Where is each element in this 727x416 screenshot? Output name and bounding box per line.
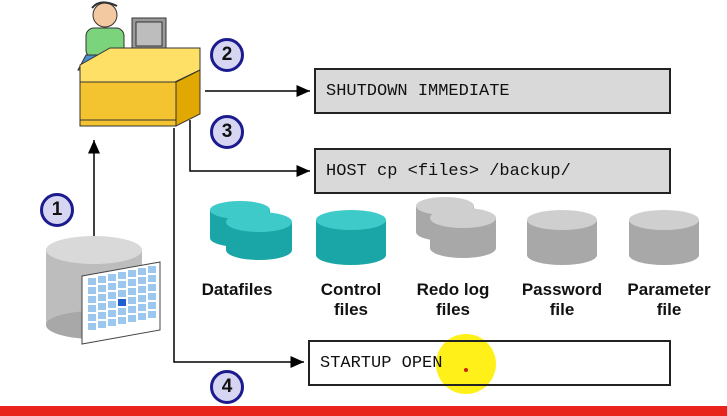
db-grid-cell bbox=[88, 314, 96, 321]
db-grid-cell bbox=[98, 321, 106, 328]
db-grid-cell bbox=[138, 313, 146, 320]
db-grid-cell bbox=[88, 287, 96, 294]
db-grid-cell bbox=[118, 317, 126, 324]
host-copy-command-text: HOST cp <files> /backup/ bbox=[326, 161, 571, 181]
host-copy-command-box: HOST cp <files> /backup/ bbox=[314, 148, 671, 194]
db-grid-cell bbox=[88, 296, 96, 303]
password-file-label-line2: file bbox=[549, 300, 575, 319]
db-grid-cell bbox=[148, 302, 156, 309]
db-grid-cell bbox=[128, 288, 136, 295]
db-grid-cell bbox=[138, 304, 146, 311]
db-grid-cell bbox=[118, 281, 126, 288]
password-file-icon bbox=[527, 210, 597, 265]
datafiles-label-line1: Datafiles bbox=[201, 280, 273, 299]
db-grid-cell bbox=[128, 270, 136, 277]
parameter-file-label-line2: file bbox=[656, 300, 682, 319]
cursor-highlight bbox=[436, 334, 496, 394]
redo-log-files-icon bbox=[416, 197, 496, 258]
control-files-label-line2: files bbox=[333, 300, 369, 319]
db-grid-cell bbox=[108, 301, 116, 308]
password-file-label-line1: Password bbox=[521, 280, 603, 299]
step-3-badge: 3 bbox=[210, 115, 244, 149]
cursor-dot bbox=[464, 368, 468, 372]
shutdown-command-text: SHUTDOWN IMMEDIATE bbox=[326, 81, 510, 101]
datafiles-label: Datafiles bbox=[196, 280, 278, 300]
db-grid-cell bbox=[148, 293, 156, 300]
db-grid-cell bbox=[98, 276, 106, 283]
datafiles-icon bbox=[210, 201, 292, 260]
parameter-file-label: Parameter file bbox=[617, 280, 721, 320]
db-grid-cell bbox=[108, 283, 116, 290]
database-icon bbox=[46, 236, 161, 345]
startup-command-text: STARTUP OPEN bbox=[320, 353, 443, 373]
password-file-label: Password file bbox=[512, 280, 612, 320]
db-grid-cell bbox=[148, 284, 156, 291]
db-grid-cell bbox=[148, 275, 156, 282]
redo-log-files-label-line2: files bbox=[435, 300, 471, 319]
connector-lines bbox=[88, 85, 310, 368]
db-grid-cell bbox=[138, 286, 146, 293]
db-grid-cell bbox=[128, 306, 136, 313]
db-grid-cell bbox=[108, 292, 116, 299]
bottom-accent-bar bbox=[0, 406, 727, 416]
db-grid-cell bbox=[138, 277, 146, 284]
redo-log-files-label-line1: Redo log bbox=[416, 280, 490, 299]
db-grid-cell bbox=[98, 312, 106, 319]
db-grid-cell bbox=[88, 305, 96, 312]
db-grid-cell bbox=[138, 268, 146, 275]
dba-workstation-icon bbox=[77, 1, 201, 127]
db-grid-cell bbox=[108, 274, 116, 281]
db-grid-cell bbox=[148, 311, 156, 318]
db-grid-cell bbox=[128, 315, 136, 322]
db-grid-cell bbox=[138, 295, 146, 302]
db-grid-cell bbox=[98, 285, 106, 292]
control-files-label-line1: Control bbox=[320, 280, 382, 299]
db-grid-cell bbox=[98, 303, 106, 310]
db-grid-cell bbox=[98, 294, 106, 301]
step-1-badge: 1 bbox=[40, 193, 74, 227]
db-grid-cell bbox=[118, 272, 126, 279]
startup-command-box: STARTUP OPEN bbox=[308, 340, 671, 386]
db-grid-cell bbox=[148, 266, 156, 273]
parameter-file-icon bbox=[629, 210, 699, 265]
control-files-icon bbox=[316, 210, 386, 265]
step-2-badge: 2 bbox=[210, 38, 244, 72]
shutdown-command-box: SHUTDOWN IMMEDIATE bbox=[314, 68, 671, 114]
db-grid-cell bbox=[128, 279, 136, 286]
control-files-label: Control files bbox=[306, 280, 396, 320]
db-grid-cell bbox=[128, 297, 136, 304]
db-grid-cell bbox=[88, 278, 96, 285]
parameter-file-label-line1: Parameter bbox=[627, 280, 711, 299]
db-grid-cell bbox=[118, 308, 126, 315]
db-grid-cell bbox=[88, 323, 96, 330]
db-grid-cell bbox=[118, 299, 126, 306]
db-grid-cell bbox=[108, 319, 116, 326]
db-grid-cell bbox=[118, 290, 126, 297]
step-4-badge: 4 bbox=[210, 370, 244, 404]
db-grid-cell bbox=[108, 310, 116, 317]
redo-log-files-label: Redo log files bbox=[405, 280, 501, 320]
